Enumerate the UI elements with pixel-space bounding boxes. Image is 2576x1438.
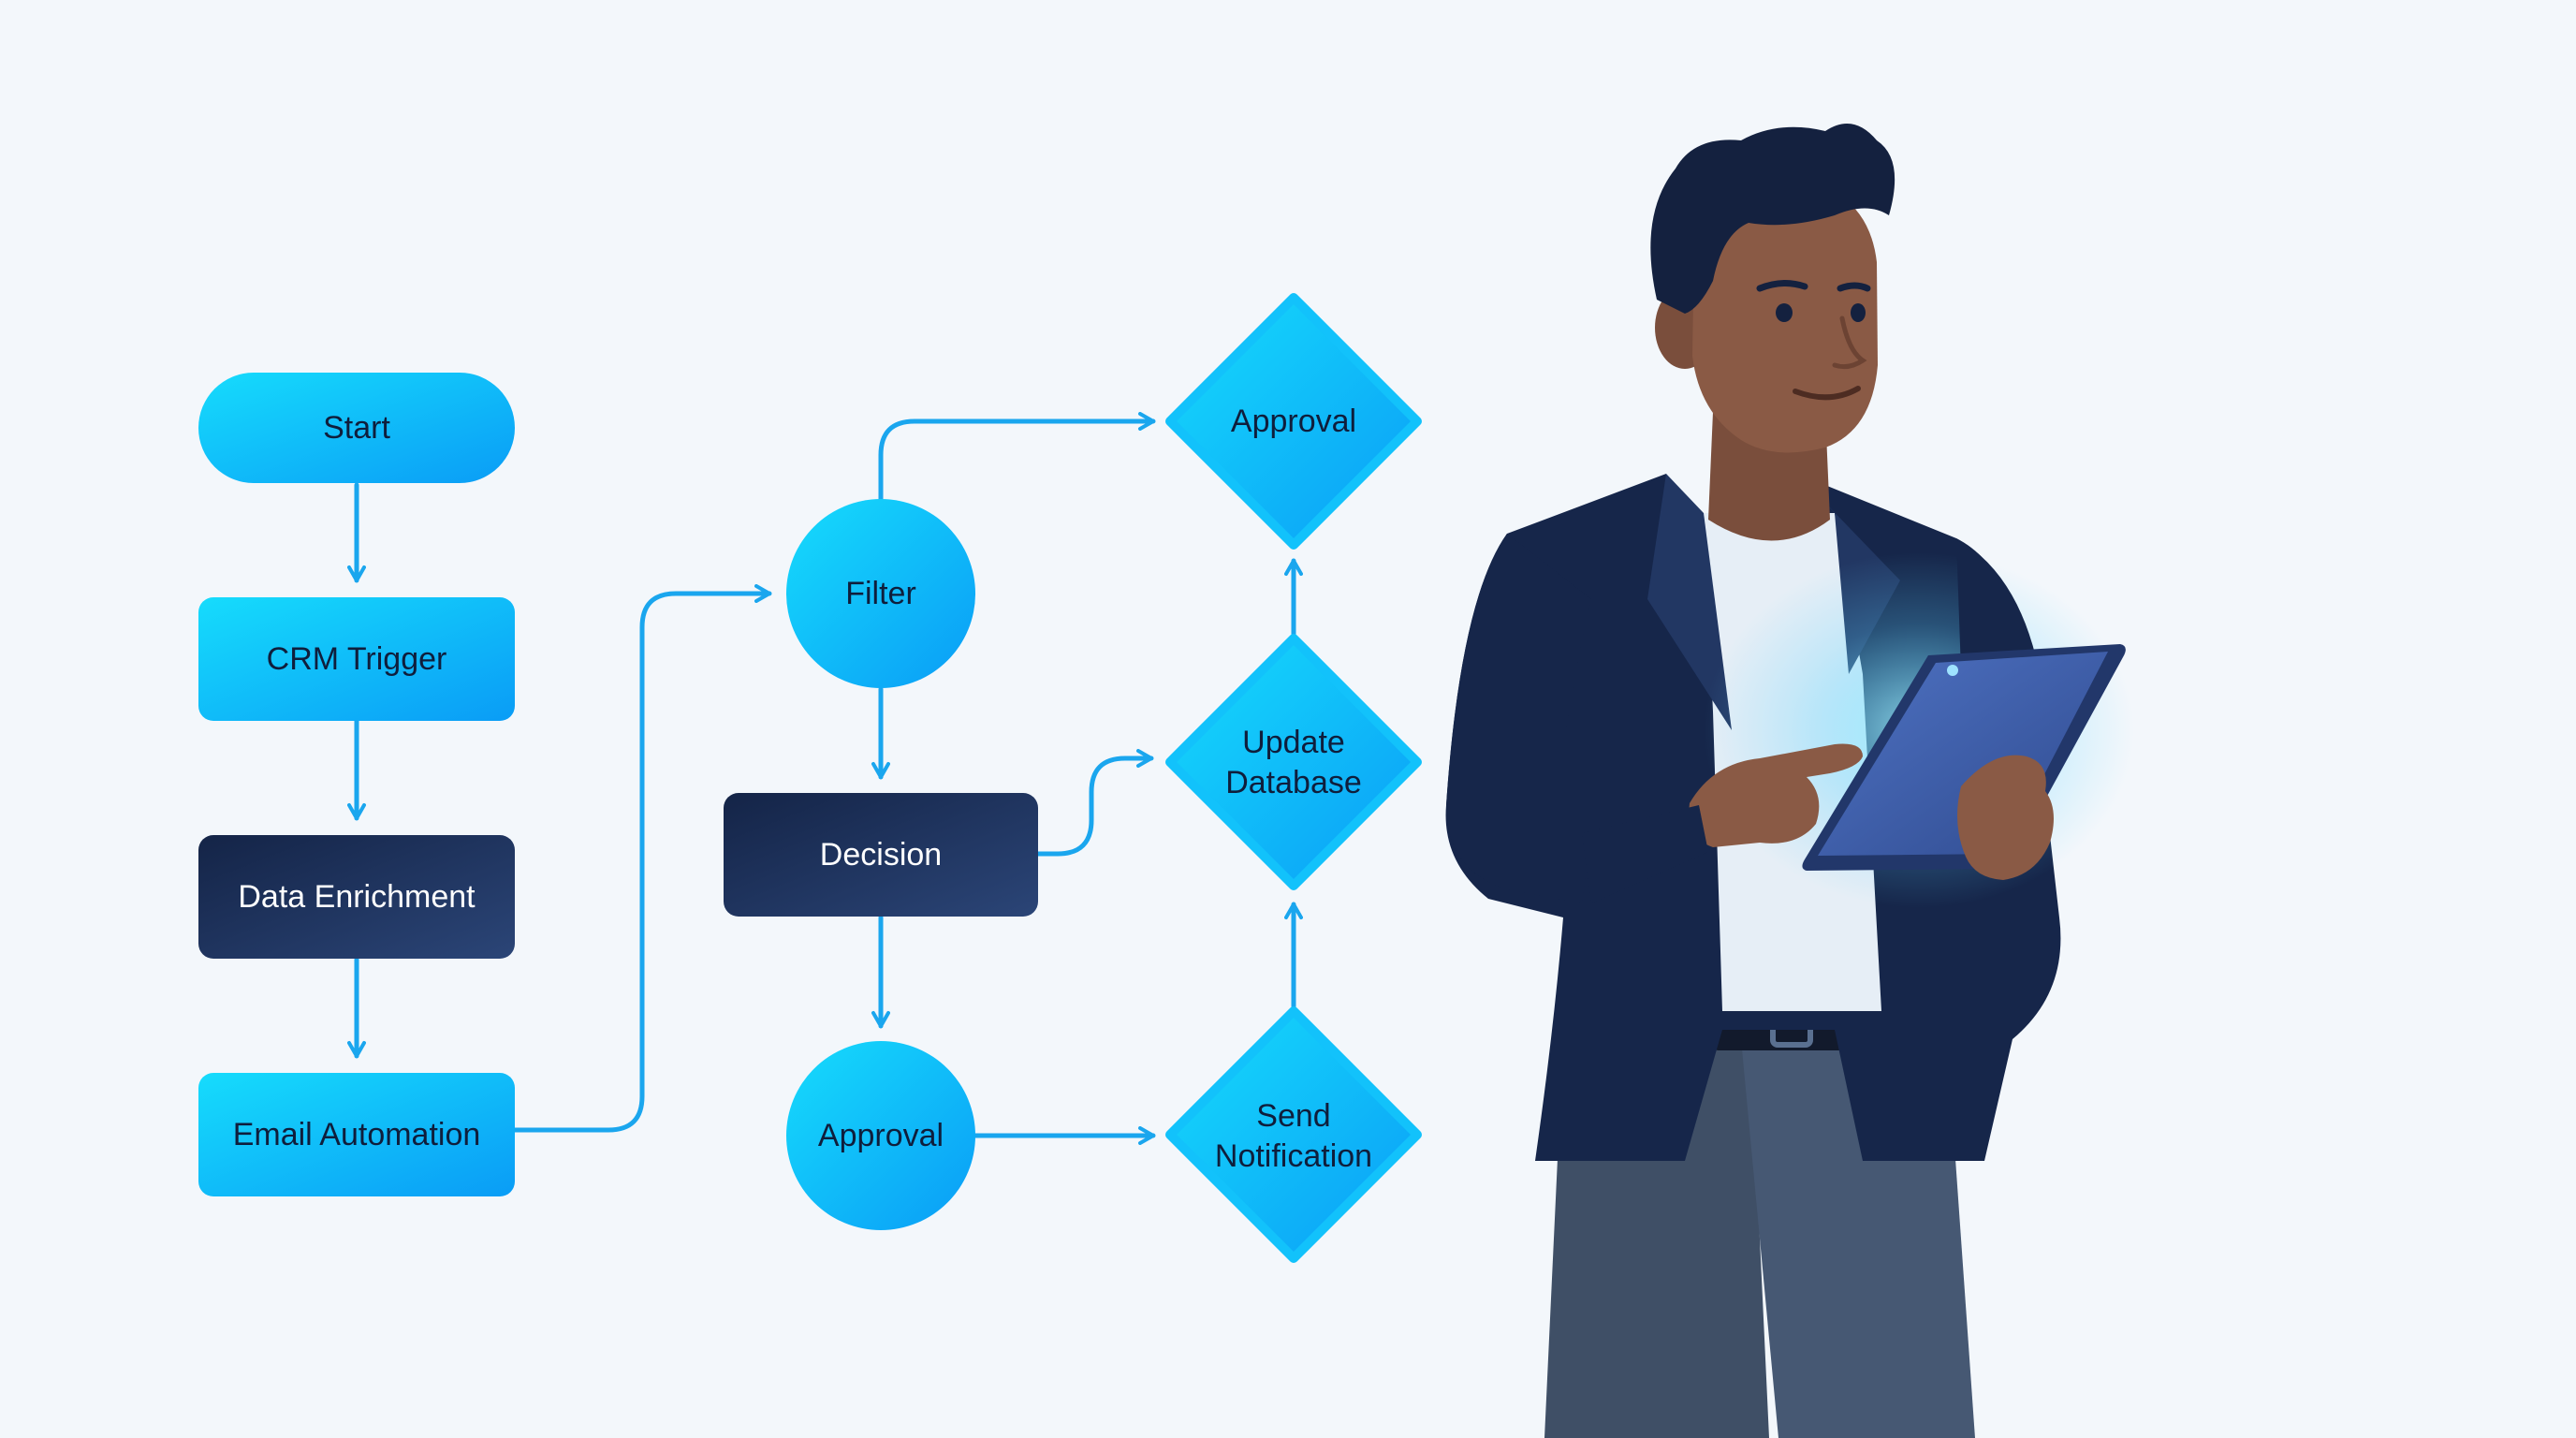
eye-right	[1851, 303, 1866, 322]
node-update-database-label-line2: Database	[1225, 765, 1362, 800]
node-approval-circle-label: Approval	[818, 1118, 944, 1153]
eye-left	[1776, 303, 1793, 322]
node-send-notification: Send Notification	[1165, 1006, 1422, 1263]
sleeve-left-cuff	[1582, 805, 1708, 903]
edge-email-automation-to-filter	[512, 584, 772, 1133]
lapel-left	[1647, 474, 1732, 730]
node-decision: Decision	[724, 793, 1038, 917]
node-crm-trigger: CRM Trigger	[198, 597, 515, 721]
edge-filter-to-approval-diamond	[878, 412, 1156, 504]
node-email-automation: Email Automation	[198, 1073, 515, 1196]
node-decision-label: Decision	[820, 837, 942, 873]
nose	[1832, 315, 1867, 370]
node-approval-diamond: Approval	[1165, 293, 1422, 550]
arm-left	[1446, 534, 1591, 903]
eyebrow-right	[1837, 282, 1871, 292]
node-send-notification-label-line2: Notification	[1215, 1138, 1372, 1174]
node-send-notification-label: Send	[1256, 1098, 1330, 1134]
node-data-enrichment-label: Data Enrichment	[238, 879, 476, 915]
nodes: Start CRM Trigger Data Enrichment Email …	[198, 293, 1422, 1263]
node-start-label: Start	[323, 410, 390, 446]
node-start: Start	[198, 373, 515, 483]
node-filter-label: Filter	[845, 576, 916, 611]
mouth	[1793, 386, 1861, 401]
tablet	[1802, 644, 2126, 871]
edge-decision-to-update-database	[1035, 749, 1154, 857]
head	[1650, 124, 1895, 453]
node-filter: Filter	[786, 499, 975, 688]
hand-right	[1957, 755, 2054, 880]
person-illustration	[1445, 124, 2134, 1438]
node-approval-circle: Approval	[786, 1041, 975, 1230]
connectors	[347, 412, 1303, 1145]
hand-left	[1689, 743, 1863, 847]
hair	[1650, 124, 1895, 314]
node-data-enrichment: Data Enrichment	[198, 835, 515, 959]
node-update-database-label: Update	[1242, 725, 1345, 760]
node-email-automation-label: Email Automation	[233, 1117, 481, 1152]
tablet-camera	[1947, 665, 1958, 676]
eyebrow-left	[1756, 280, 1808, 292]
node-crm-trigger-label: CRM Trigger	[267, 641, 447, 677]
node-update-database: Update Database	[1165, 634, 1422, 890]
node-approval-diamond-label: Approval	[1231, 404, 1356, 439]
